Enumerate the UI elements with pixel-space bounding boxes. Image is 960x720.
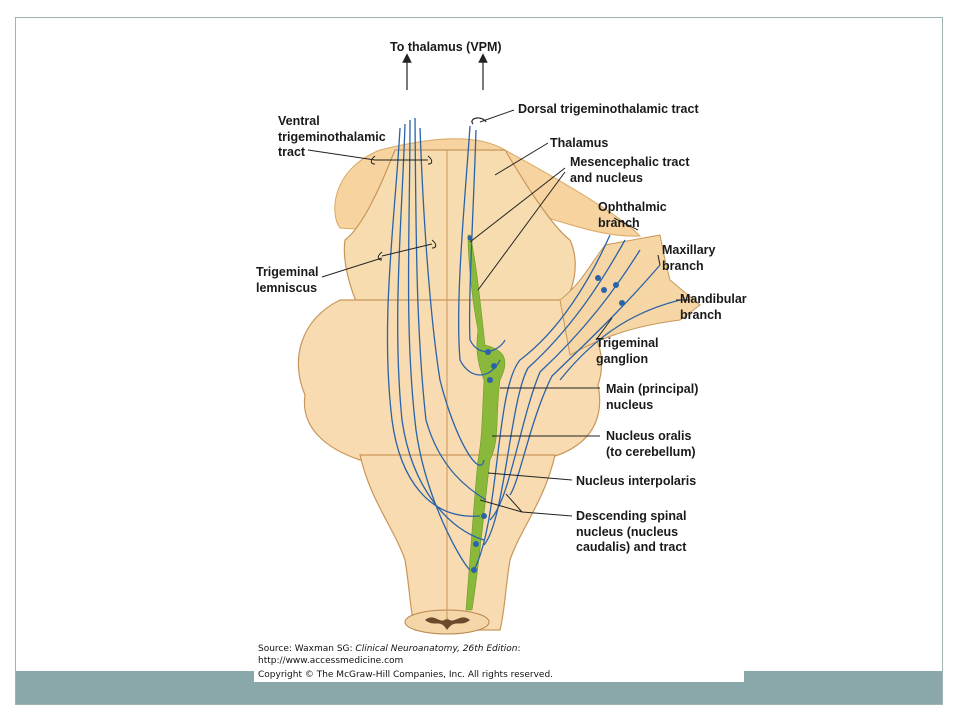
- label-to-thalamus: To thalamus (VPM): [390, 40, 502, 54]
- copyright-notice: Copyright © The McGraw-Hill Companies, I…: [258, 670, 554, 680]
- nerve-fibers: [386, 117, 681, 571]
- medulla-shape: [359, 454, 556, 631]
- label-ophthalmic: Ophthalmic branch: [598, 200, 667, 230]
- label-mandibular: Mandibular branch: [680, 292, 747, 322]
- label-nucleus-oralis: Nucleus oralis (to cerebellum): [606, 429, 696, 459]
- nerve-dots: [467, 235, 625, 573]
- source-caption: Source: Waxman SG: Clinical Neuroanatomy…: [254, 642, 744, 682]
- ventral-tract-bracket: [370, 155, 433, 165]
- label-descending-spinal: Descending spinal nucleus (nucleus cauda…: [576, 509, 687, 554]
- label-dorsal-tract: Dorsal trigeminothalamic tract: [518, 102, 699, 116]
- label-thalamus: Thalamus: [550, 136, 609, 150]
- source-citation: Source: Waxman SG: Clinical Neuroanatomy…: [258, 644, 521, 654]
- source-prefix: Source: Waxman SG:: [258, 644, 356, 654]
- source-url[interactable]: http://www.accessmedicine.com: [258, 656, 404, 666]
- source-suffix: :: [517, 644, 521, 654]
- leader-lines: [307, 109, 690, 517]
- label-nucleus-interpolaris: Nucleus interpolaris: [576, 474, 697, 488]
- label-maxillary: Maxillary branch: [662, 243, 716, 273]
- label-main-nucleus: Main (principal) nucleus: [606, 382, 699, 412]
- label-trigeminal-lemniscus: Trigeminal lemniscus: [256, 265, 319, 295]
- source-title: Clinical Neuroanatomy, 26th Edition: [355, 644, 518, 654]
- label-mesencephalic: Mesencephalic tract and nucleus: [570, 155, 690, 185]
- lemniscus-bracket: [377, 239, 437, 261]
- gray-matter: [425, 617, 470, 630]
- label-trigeminal-ganglion: Trigeminal ganglion: [596, 336, 659, 366]
- label-ventral-tract: Ventral trigeminothalamic tract: [278, 114, 386, 159]
